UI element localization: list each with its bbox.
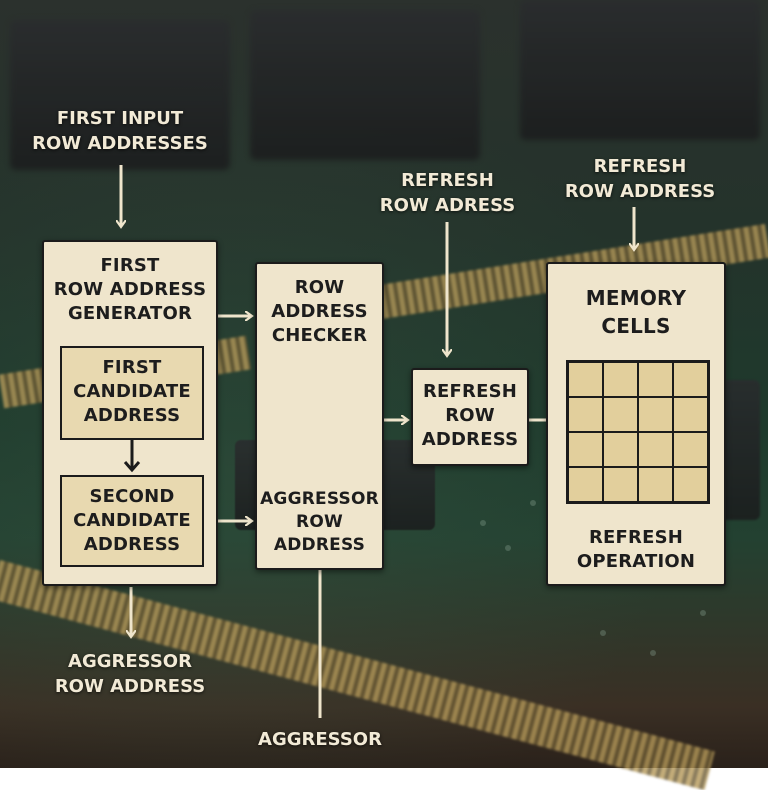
- pcb-dot: [505, 545, 511, 551]
- second-candidate-box: SECOND CANDIDATE ADDRESS: [60, 475, 204, 567]
- memory-cell: [603, 397, 638, 432]
- pcb-dot: [700, 610, 706, 616]
- checker-aggressor-row-address: AGGRESSOR ROW ADDRESS: [260, 489, 379, 555]
- background-chip: [520, 0, 760, 140]
- row-address-generator-box: FIRST ROW ADDRESS GENERATOR FIRST CANDID…: [42, 240, 218, 586]
- pcb-dot: [530, 500, 536, 506]
- memory-cell: [673, 467, 708, 502]
- flow-diagram: FIRST INPUT ROW ADDRESSES REFRESH ROW AD…: [0, 108, 768, 750]
- first-candidate-box: FIRST CANDIDATE ADDRESS: [60, 346, 204, 440]
- memory-cell: [673, 397, 708, 432]
- checker-title: ROW ADDRESS CHECKER: [271, 277, 368, 346]
- pcb-dot: [600, 630, 606, 636]
- memory-cell: [603, 432, 638, 467]
- refresh-row-adress-label: REFRESH ROW ADRESS: [379, 170, 516, 216]
- pcb-dot: [650, 650, 656, 656]
- memory-cell: [673, 432, 708, 467]
- memory-cell: [603, 467, 638, 502]
- memory-cell: [568, 432, 603, 467]
- row-address-checker-box: ROW ADDRESS CHECKER AGGRESSOR ROW ADDRES…: [255, 262, 384, 570]
- aggressor-label: AGGRESSOR: [258, 729, 382, 750]
- refresh-row-address-label: REFRESH ROW ADDRESS: [564, 156, 716, 202]
- memory-cell: [568, 397, 603, 432]
- refresh-operation-label: REFRESH OPERATION: [576, 527, 696, 572]
- arrow-first-to-second: [123, 440, 141, 473]
- memory-cell: [568, 467, 603, 502]
- second-candidate-title: SECOND CANDIDATE ADDRESS: [73, 486, 191, 555]
- refresh-box-title: REFRESH ROW ADDRESS: [421, 381, 519, 450]
- memory-cell: [638, 397, 673, 432]
- first-input-label: FIRST INPUT ROW ADDRESSES: [32, 108, 208, 154]
- pcb-dot: [480, 520, 486, 526]
- memory-cell: [638, 362, 673, 397]
- memory-cells-box: MEMORY CELLS REFRESH OPERATION: [546, 262, 726, 586]
- memory-cell: [638, 467, 673, 502]
- aggressor-row-address-label: AGGRESSOR ROW ADDRESS: [54, 651, 206, 697]
- memory-cell: [603, 362, 638, 397]
- background-chip: [10, 20, 230, 170]
- memory-cell-grid: [566, 360, 710, 504]
- memory-cell: [673, 362, 708, 397]
- memory-cell: [568, 362, 603, 397]
- arrows-layer: [0, 165, 768, 718]
- background-chip: [250, 10, 480, 160]
- refresh-row-address-box: REFRESH ROW ADDRESS: [411, 368, 529, 466]
- generator-title: FIRST ROW ADDRESS GENERATOR: [53, 255, 207, 324]
- memory-cell: [638, 432, 673, 467]
- memory-title: MEMORY CELLS: [585, 286, 687, 338]
- first-candidate-title: FIRST CANDIDATE ADDRESS: [73, 357, 191, 426]
